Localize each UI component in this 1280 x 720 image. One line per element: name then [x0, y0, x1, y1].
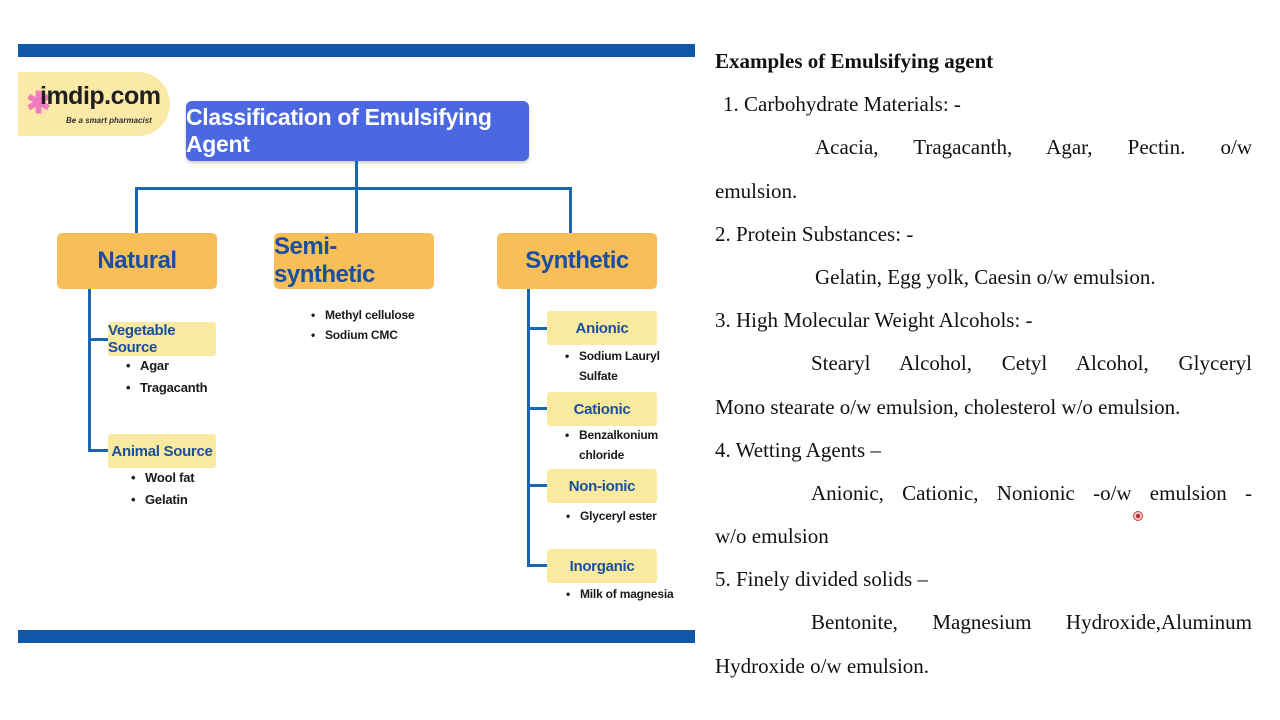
notes-heading: Examples of Emulsifying agent: [715, 49, 994, 73]
list-item: Tragacanth: [126, 377, 208, 399]
notes-line: emulsion.: [715, 178, 798, 203]
synthetic-branch-cationic: [527, 407, 549, 410]
notes-line: w/o emulsion: [715, 524, 829, 549]
laser-pointer-icon: [1133, 511, 1143, 521]
notes-line: Bentonite, Magnesium Hydroxide,Aluminum: [811, 610, 1252, 635]
list-item: Sodium Lauryl: [565, 346, 660, 366]
notes-line: Mono stearate o/w emulsion, cholesterol …: [715, 394, 1181, 419]
notes-line: 3. High Molecular Weight Alcohols: -: [715, 308, 1033, 333]
group-non-ionic: Non-ionic: [547, 469, 657, 503]
bottom-bar: [18, 630, 695, 643]
non-ionic-list: Glyceryl ester: [566, 506, 657, 526]
list-item: Methyl cellulose: [311, 305, 415, 325]
synthetic-branch-anionic: [527, 327, 549, 330]
classification-diagram: ✱ imdip.com Be a smart pharmacist Classi…: [18, 44, 695, 644]
synthetic-trunk: [527, 289, 530, 567]
group-cationic: Cationic: [547, 392, 657, 426]
logo-text: imdip.com: [40, 82, 161, 110]
group-vegetable-source: Vegetable Source: [108, 322, 216, 356]
list-item: Wool fat: [131, 467, 195, 489]
list-item: Sodium CMC: [311, 325, 415, 345]
notes-line: Acacia, Tragacanth, Agar, Pectin. o/w: [815, 135, 1252, 160]
connector-natural: [135, 187, 138, 233]
notes-line: 5. Finely divided solids –: [715, 567, 928, 592]
synthetic-branch-inorganic: [527, 564, 549, 567]
list-item: Milk of magnesia: [566, 584, 674, 604]
notes-panel: Examples of Emulsifying agent 1. Carbohy…: [715, 40, 1252, 688]
top-bar: [18, 44, 695, 57]
group-animal-source: Animal Source: [108, 434, 216, 468]
synthetic-branch-nonionic: [527, 484, 549, 487]
connector-horizontal: [135, 187, 572, 190]
notes-line: Stearyl Alcohol, Cetyl Alcohol, Glyceryl: [811, 351, 1252, 376]
list-item: Gelatin: [131, 489, 194, 511]
list-item: Agar: [126, 355, 207, 377]
logo: ✱ imdip.com Be a smart pharmacist: [18, 72, 170, 136]
notes-line: Gelatin, Egg yolk, Caesin o/w emulsion.: [815, 264, 1156, 289]
cationic-list: Benzalkonium chloride: [565, 425, 658, 465]
list-item: Glyceryl ester: [566, 506, 657, 526]
animal-source-list: Wool fat Gelatin: [131, 467, 195, 511]
logo-mark-icon: ✱: [26, 87, 52, 120]
connector-semi-synthetic: [355, 187, 358, 233]
list-item: chloride: [579, 448, 625, 462]
group-anionic: Anionic: [547, 311, 657, 345]
natural-branch-vegetable: [88, 338, 110, 341]
notes-line: Anionic, Cationic, Nonionic -o/w emulsio…: [811, 480, 1252, 505]
natural-trunk: [88, 289, 91, 451]
anionic-list: Sodium Lauryl Sulfate: [565, 346, 660, 386]
list-item: Benzalkonium: [565, 425, 658, 445]
semi-synthetic-list: Methyl cellulose Sodium CMC: [311, 305, 415, 345]
natural-branch-animal: [88, 449, 110, 452]
diagram-title: Classification of Emulsifying Agent: [186, 101, 529, 161]
notes-line: Hydroxide o/w emulsion.: [715, 653, 930, 678]
list-item: Sulfate: [579, 369, 618, 383]
connector-synthetic: [569, 187, 572, 233]
vegetable-source-list: Agar Tragacanth: [126, 355, 208, 399]
inorganic-list: Milk of magnesia: [566, 584, 674, 604]
connector-title-down: [355, 161, 358, 188]
group-inorganic: Inorganic: [547, 549, 657, 583]
logo-tagline: Be a smart pharmacist: [66, 116, 152, 125]
notes-line: 2. Protein Substances: -: [715, 221, 914, 246]
notes-line: 1. Carbohydrate Materials: -: [723, 92, 961, 117]
category-semi-synthetic: Semi-synthetic: [274, 233, 434, 289]
category-natural: Natural: [57, 233, 217, 289]
notes-line: 4. Wetting Agents –: [715, 437, 881, 462]
category-synthetic: Synthetic: [497, 233, 657, 289]
